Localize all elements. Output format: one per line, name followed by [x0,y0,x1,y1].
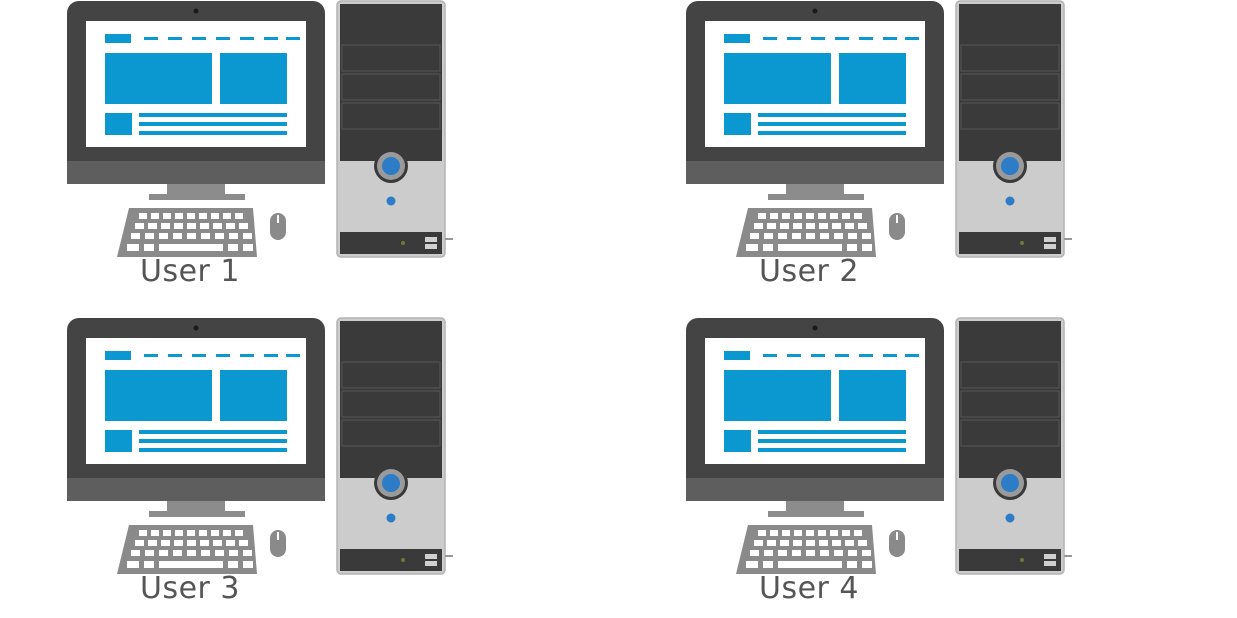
mouse-icon [270,530,286,557]
drive-bays [960,361,1060,447]
user-workstation-2: User 2 [686,0,1086,301]
front-panel-ports [959,232,1061,254]
keyboard-icon [736,208,876,257]
computer-tower-icon [955,317,1072,575]
workstation-graphic [67,317,453,575]
power-button-icon [993,466,1027,500]
power-led-icon [1005,196,1015,206]
workstation-graphic [686,317,1072,575]
power-led-icon [386,513,396,523]
screen [86,338,306,464]
user-label: User 4 [758,571,859,606]
mouse-icon [889,213,905,240]
user-workstation-3: User 3 [67,317,467,618]
front-panel-ports [340,232,442,254]
user-label: User 3 [139,571,240,606]
power-button-icon [993,149,1027,183]
front-panel-ports [959,549,1061,571]
computer-tower-icon [336,0,453,258]
power-led-icon [1005,513,1015,523]
screen [705,338,925,464]
screen [705,21,925,147]
computer-tower-icon [336,317,453,575]
screen [86,21,306,147]
power-button-icon [374,149,408,183]
user-workstation-1: User 1 [67,0,467,301]
cable-icon [1064,238,1072,240]
monitor-icon [686,318,944,517]
keyboard-icon [117,525,257,574]
workstation-graphic [67,0,453,258]
workstation-graphic [686,0,1072,258]
keyboard-icon [117,208,257,257]
monitor-icon [67,1,325,200]
user-label: User 2 [758,254,859,289]
drive-bays [960,44,1060,130]
front-panel-ports [340,549,442,571]
user-label: User 1 [139,254,240,289]
drive-bays [341,361,441,447]
power-button-icon [374,466,408,500]
mouse-icon [270,213,286,240]
computer-tower-icon [955,0,1072,258]
monitor-icon [67,318,325,517]
drive-bays [341,44,441,130]
mouse-icon [889,530,905,557]
power-led-icon [386,196,396,206]
cable-icon [445,238,453,240]
keyboard-icon [736,525,876,574]
monitor-icon [686,1,944,200]
cable-icon [1064,555,1072,557]
cable-icon [445,555,453,557]
user-workstation-4: User 4 [686,317,1086,618]
